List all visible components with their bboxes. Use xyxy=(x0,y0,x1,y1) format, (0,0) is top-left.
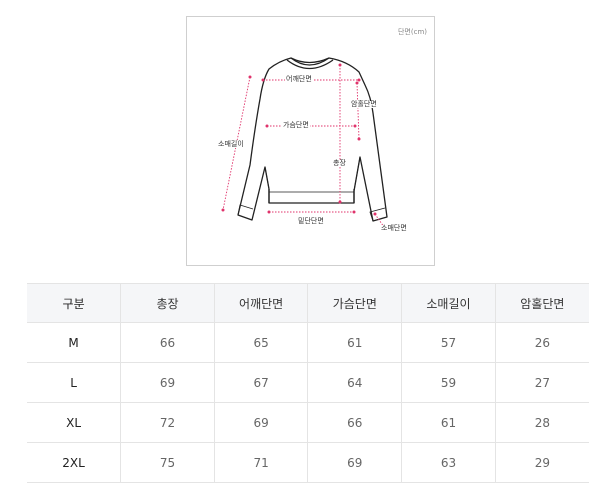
size-cell: XL xyxy=(27,402,122,443)
size-diagram: 단면(cm) xyxy=(186,16,435,266)
table-cell: 75 xyxy=(120,442,215,483)
table-cell: 28 xyxy=(495,402,589,443)
table-row: XL 72 69 66 61 28 xyxy=(27,402,589,443)
measure-lines xyxy=(222,65,387,231)
label-shoulder: 어깨단면 xyxy=(285,75,313,83)
label-sleeve-opening: 소매단면 xyxy=(380,224,408,232)
size-cell: 2XL xyxy=(27,442,122,483)
table-row: M 66 65 61 57 26 xyxy=(27,322,589,363)
table-cell: 63 xyxy=(401,442,496,483)
table-cell: 69 xyxy=(307,442,403,483)
table-cell: 66 xyxy=(307,402,403,443)
table-cell: 26 xyxy=(495,322,589,363)
label-armhole: 암홀단면 xyxy=(350,100,378,108)
table-cell: 67 xyxy=(214,362,309,403)
size-cell: L xyxy=(27,362,122,403)
header-total-length: 총장 xyxy=(120,283,215,323)
table-cell: 71 xyxy=(214,442,309,483)
size-table: 구분 총장 어깨단면 가슴단면 소매길이 암홀단면 M 66 65 61 57 … xyxy=(27,283,589,483)
garment-outline xyxy=(237,57,388,222)
label-hem: 밑단단면 xyxy=(297,217,325,225)
header-armhole: 암홀단면 xyxy=(495,283,589,323)
label-chest: 가슴단면 xyxy=(282,121,310,129)
table-cell: 59 xyxy=(401,362,496,403)
table-row: L 69 67 64 59 27 xyxy=(27,362,589,403)
table-row: 2XL 75 71 69 63 29 xyxy=(27,442,589,483)
header-shoulder: 어깨단면 xyxy=(214,283,309,323)
table-cell: 65 xyxy=(214,322,309,363)
table-cell: 69 xyxy=(214,402,309,443)
size-cell: M xyxy=(27,322,122,363)
table-cell: 57 xyxy=(401,322,496,363)
header-chest: 가슴단면 xyxy=(307,283,403,323)
header-sleeve-length: 소매길이 xyxy=(401,283,496,323)
table-cell: 66 xyxy=(120,322,215,363)
table-header-row: 구분 총장 어깨단면 가슴단면 소매길이 암홀단면 xyxy=(27,283,589,323)
table-cell: 61 xyxy=(401,402,496,443)
table-cell: 27 xyxy=(495,362,589,403)
table-cell: 29 xyxy=(495,442,589,483)
measure-points xyxy=(221,63,388,232)
table-cell: 64 xyxy=(307,362,403,403)
table-cell: 61 xyxy=(307,322,403,363)
label-sleeve-length: 소매길이 xyxy=(217,140,245,148)
table-cell: 72 xyxy=(120,402,215,443)
label-total-length: 총장 xyxy=(332,159,347,167)
header-category: 구분 xyxy=(27,283,122,323)
table-cell: 69 xyxy=(120,362,215,403)
unit-label: 단면(cm) xyxy=(397,28,427,36)
